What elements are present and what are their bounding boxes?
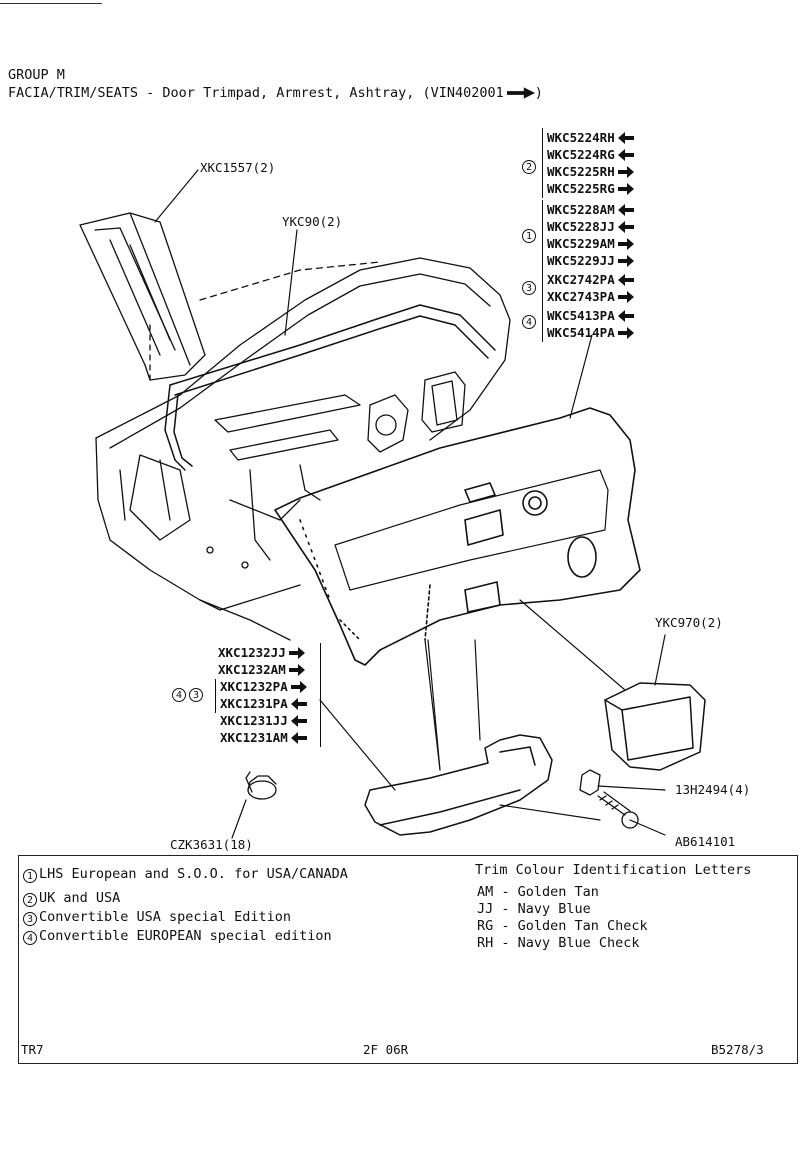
door-shell (95, 257, 511, 641)
callout-ab614101: AB614101 (675, 834, 736, 849)
right-arrow-icon (288, 647, 305, 659)
armrest (364, 734, 553, 836)
right-arrow-icon (288, 664, 305, 676)
callout-13h2494: 13H2494(4) (675, 782, 751, 797)
right-arrow-icon (617, 166, 634, 178)
callout-czk3631: CZK3631(18) (170, 837, 253, 852)
trim-colour-item: JJ - Navy Blue (477, 901, 591, 917)
ashtray (604, 682, 706, 771)
marker-1: 1 (522, 229, 536, 243)
part-code: WKC5228AM (547, 202, 634, 217)
group-bracket (542, 200, 543, 270)
marker-4: 4 (522, 315, 536, 329)
part-code: WKC5225RG (547, 181, 634, 196)
part-code: WKC5224RH (547, 130, 634, 145)
marker-3: 3 (522, 281, 536, 295)
part-code: WKC5414PA (547, 325, 634, 340)
leader-lines (154, 169, 666, 839)
left-arrow-icon (617, 274, 634, 286)
left-arrow-icon (617, 204, 634, 216)
left-arrow-icon (290, 698, 307, 710)
trim-colour-item: RH - Navy Blue Check (477, 935, 640, 951)
part-code: XKC2743PA (547, 289, 634, 304)
right-arrow-icon (617, 183, 634, 195)
callout-xkc1557: XKC1557(2) (200, 160, 276, 175)
group-heading: GROUP M (8, 67, 65, 83)
left-arrow-icon (617, 310, 634, 322)
marker-4: 4 (172, 688, 186, 702)
part-code: XKC1232JJ (218, 645, 305, 660)
footer-page: 2F 06R (363, 1042, 409, 1057)
left-arrow-icon (617, 149, 634, 161)
left-arrow-icon (290, 732, 307, 744)
page-subtitle: FACIA/TRIM/SEATS - Door Trimpad, Armrest… (8, 86, 543, 101)
right-arrow-icon (617, 255, 634, 267)
group-bracket (542, 270, 543, 306)
subtitle-text: FACIA/TRIM/SEATS - Door Trimpad, Armrest… (8, 85, 504, 101)
trim-colour-item: AM - Golden Tan (477, 884, 599, 900)
callout-ykc970: YKC970(2) (655, 615, 723, 630)
door-trimpad (274, 407, 641, 666)
part-code: WKC5225RH (547, 164, 634, 179)
footer-model: TR7 (21, 1042, 44, 1057)
part-code: XKC1232PA (220, 679, 307, 694)
screw-and-washer (579, 769, 639, 829)
top-rule (0, 3, 102, 4)
trim-colour-title: Trim Colour Identification Letters (475, 862, 752, 878)
trim-colour-item: RG - Golden Tan Check (477, 918, 648, 934)
marker-2: 2 (522, 160, 536, 174)
window-seal-strip (164, 304, 496, 471)
group-bracket (215, 679, 216, 713)
right-arrow-icon (506, 87, 535, 99)
part-code: WKC5229JJ (547, 253, 634, 268)
footer-ref: B5278/3 (711, 1042, 764, 1057)
right-arrow-icon (290, 681, 307, 693)
part-code: XKC1231JJ (220, 713, 307, 728)
subtitle-end: ) (534, 85, 543, 101)
right-arrow-icon (617, 327, 634, 339)
right-arrow-icon (617, 291, 634, 303)
part-code: WKC5228JJ (547, 219, 634, 234)
group-bracket (542, 306, 543, 342)
marker-3: 3 (189, 688, 203, 702)
part-code: XKC1232AM (218, 662, 305, 677)
trim-clip (245, 771, 277, 800)
part-code: WKC5229AM (547, 236, 634, 251)
callout-ykc90: YKC90(2) (282, 214, 343, 229)
group-bracket (320, 643, 321, 747)
part-code: WKC5224RG (547, 147, 634, 162)
exploded-view-illustration (79, 169, 706, 839)
group-bracket (542, 128, 543, 198)
part-code: XKC1231AM (220, 730, 307, 745)
left-arrow-icon (617, 132, 634, 144)
part-code: XKC1231PA (220, 696, 307, 711)
door-seal-part (79, 212, 206, 381)
left-arrow-icon (290, 715, 307, 727)
part-code: WKC5413PA (547, 308, 634, 323)
right-arrow-icon (617, 238, 634, 250)
left-arrow-icon (617, 221, 634, 233)
part-code: XKC2742PA (547, 272, 634, 287)
